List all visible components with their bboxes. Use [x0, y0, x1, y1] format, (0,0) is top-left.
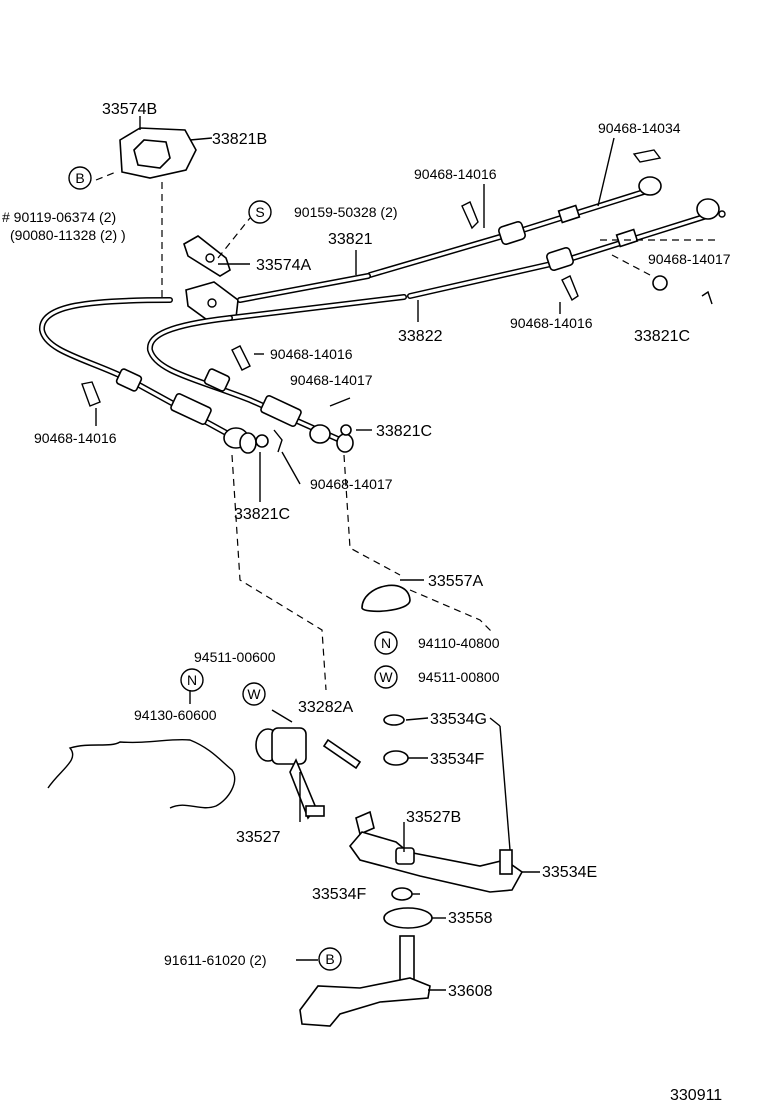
label-33534f-low: 33534F [312, 886, 366, 903]
label-94511-00800: 94511-00800 [418, 669, 500, 685]
label-33534g: 33534G [430, 711, 487, 728]
label-90468-14016-left: 90468-14016 [34, 430, 117, 446]
ref-n-left: N [187, 672, 197, 688]
washers-33534 [355, 714, 409, 836]
label-hash-line2: (90080-11328 (2) ) [10, 227, 126, 243]
label-90468-14034: 90468-14034 [598, 120, 681, 136]
knob-33557a [361, 584, 411, 613]
ref-w-left: W [247, 686, 261, 702]
bracket-33608 [299, 935, 431, 1027]
label-33822: 33822 [398, 328, 443, 345]
label-33574b: 33574B [102, 101, 157, 118]
label-33534f-top: 33534F [430, 751, 484, 768]
label-hash-line1: # 90119-06374 (2) [2, 209, 116, 225]
label-94511-00600: 94511-00600 [194, 649, 276, 665]
leader-right-washer [611, 254, 651, 276]
leader-knob [409, 589, 493, 633]
cable-end-right-lower [546, 198, 726, 272]
ref-b-bottom: B [325, 951, 334, 967]
shift-lever-plate [348, 831, 524, 893]
ref-s: S [255, 204, 264, 220]
label-90468-14016-top: 90468-14016 [414, 166, 497, 182]
washer-33821c-mid [340, 424, 352, 436]
label-33821b: 33821B [212, 131, 267, 148]
ref-circles [68, 166, 398, 971]
ref-n-right: N [381, 635, 391, 651]
label-90468-14017-right: 90468-14017 [648, 251, 731, 267]
cable-end-left-a [115, 368, 257, 454]
label-33527b: 33527B [406, 809, 461, 826]
clip-icons [81, 149, 713, 453]
label-90468-14017-mid: 90468-14017 [290, 372, 373, 388]
ref-w-right: W [379, 669, 393, 685]
leader-lines [95, 116, 615, 991]
label-33557a: 33557A [428, 573, 483, 590]
leader-cable-down-b [343, 454, 401, 576]
leader-b-top [95, 171, 117, 181]
label-33821: 33821 [328, 231, 373, 248]
label-33608: 33608 [448, 983, 493, 1000]
transmission-outline [47, 738, 236, 809]
label-90468-14016-mid: 90468-14016 [270, 346, 353, 362]
label-33534e: 33534E [542, 864, 597, 881]
washer-33821c-low [255, 434, 269, 448]
ref-b-top: B [75, 170, 84, 186]
shift-lever-33527 [255, 727, 362, 820]
label-90468-14016-right: 90468-14016 [510, 315, 593, 331]
bushing-33534f [391, 887, 413, 901]
label-33574a: 33574A [256, 257, 311, 274]
clamp-33574a [183, 235, 231, 277]
label-94130: 94130-60600 [134, 707, 217, 723]
label-33821c-right: 33821C [634, 328, 690, 345]
label-91611: 91611-61020 (2) [164, 952, 266, 968]
label-90159: 90159-50328 (2) [294, 204, 398, 220]
washer-33821c-right [652, 275, 668, 291]
label-33558: 33558 [448, 910, 493, 927]
label-33527: 33527 [236, 829, 281, 846]
label-33821c-low: 33821C [234, 506, 290, 523]
label-33821c-mid: 33821C [376, 423, 432, 440]
bushing-33558 [383, 907, 433, 929]
cable-33821 [39, 187, 653, 438]
label-90468-14017-low: 90468-14017 [310, 476, 393, 492]
label-33282a: 33282A [298, 699, 353, 716]
cable-end-right-upper [498, 176, 662, 246]
bracket-33574b [119, 127, 213, 179]
diagram-code: 330911 [670, 1087, 722, 1104]
label-94110: 94110-40800 [418, 635, 500, 651]
leader-s [217, 217, 251, 259]
leader-cable-down-a [231, 454, 327, 691]
